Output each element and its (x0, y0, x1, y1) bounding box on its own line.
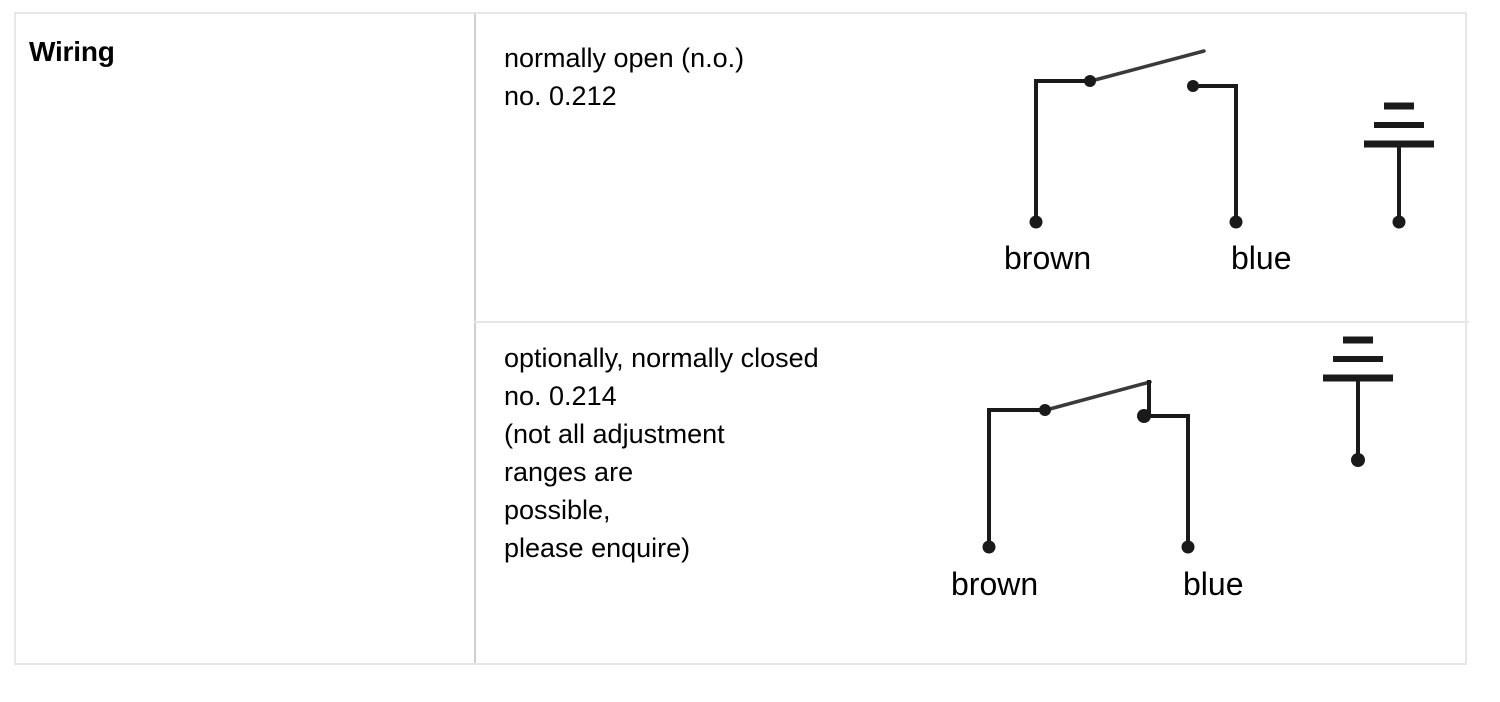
row-divider (474, 321, 1469, 323)
ground-terminal-node (1351, 453, 1365, 467)
left-contact-node (1039, 404, 1051, 416)
table-row-normally-open: normally open (n.o.) no. 0.212 (476, 14, 1469, 321)
blue-wire (1144, 414, 1190, 547)
normally-closed-diagram: brown blue (931, 325, 1431, 615)
left-contact-node (1084, 75, 1096, 87)
brown-terminal-node (1029, 215, 1043, 229)
normally-closed-text: optionally, normally closed no. 0.214 (n… (504, 343, 819, 563)
right-contact-node (1187, 80, 1199, 92)
normally-open-diagram: brown blue (996, 24, 1456, 314)
right-contact-node (1137, 409, 1151, 423)
wiring-spec-table: Wiring normally open (n.o.) no. 0.212 (14, 12, 1469, 665)
brown-terminal-label: brown (951, 566, 1039, 602)
column-divider (474, 14, 476, 663)
blue-terminal-label: blue (1231, 240, 1292, 276)
switch-arm (1044, 380, 1152, 412)
row-label-wiring: Wiring (29, 36, 115, 68)
blue-terminal-node (1181, 540, 1195, 554)
blue-terminal-label: blue (1183, 566, 1244, 602)
blue-wire (1193, 84, 1238, 222)
brown-terminal-node (982, 540, 996, 554)
blue-terminal-node (1229, 215, 1243, 229)
table-row-normally-closed: optionally, normally closed no. 0.214 (n… (476, 323, 1469, 665)
brown-terminal-label: brown (1004, 240, 1092, 276)
row-label-text: Wiring (29, 36, 115, 67)
earth-ground-icon (1323, 336, 1393, 467)
normally-open-text: normally open (n.o.) no. 0.212 (504, 43, 745, 111)
earth-ground-icon (1364, 102, 1434, 229)
ground-terminal-node (1392, 215, 1406, 229)
switch-arm (1089, 49, 1206, 83)
